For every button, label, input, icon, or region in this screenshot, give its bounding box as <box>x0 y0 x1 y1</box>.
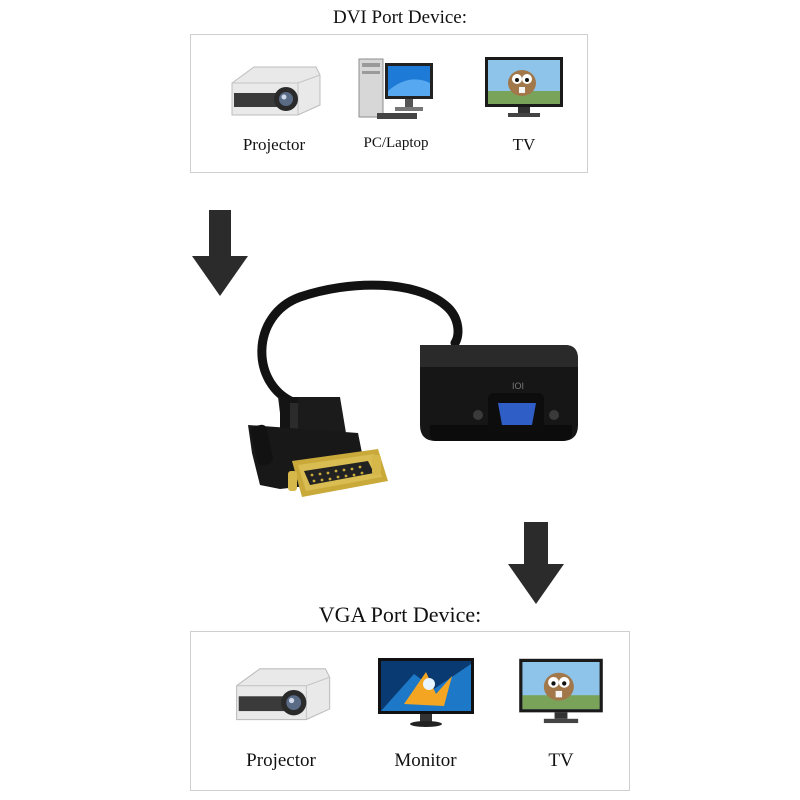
adapter-cable <box>257 280 463 408</box>
dvi-device-label: Projector <box>242 135 306 154</box>
vga-port-icon <box>498 403 536 425</box>
dvi-device-label: TV <box>512 135 536 154</box>
vga-device-label: TV <box>548 750 574 771</box>
dvi-device-box: Projector PC/Laptop <box>190 34 588 173</box>
dvi-section-title: DVI Port Device: <box>332 7 468 28</box>
down-arrow-icon <box>508 522 564 604</box>
dvi-device-label: PC/Laptop <box>363 135 429 151</box>
dvi-device-projector: Projector <box>219 53 329 163</box>
tv-icon <box>485 57 563 117</box>
vga-device-label: Monitor <box>394 750 457 771</box>
projector-icon <box>236 668 331 721</box>
projector-icon <box>231 66 321 116</box>
dvi-to-vga-adapter: IOI <box>248 280 578 497</box>
vga-section-title: VGA Port Device: <box>318 602 482 627</box>
dvi-device-tv: TV <box>469 53 579 163</box>
port-marking: IOI <box>512 381 524 391</box>
vga-device-box: Projector Monitor TV <box>190 631 630 791</box>
vga-device-projector: Projector <box>221 654 341 784</box>
desktop-pc-icon <box>358 58 433 119</box>
vga-device-tv: TV <box>506 654 616 784</box>
vga-housing: IOI <box>420 345 578 441</box>
monitor-icon <box>377 658 474 727</box>
dvi-device-pc: PC/Laptop <box>341 53 451 163</box>
dvi-connector <box>248 397 388 497</box>
vga-device-monitor: Monitor <box>363 654 488 784</box>
down-arrow-icon <box>192 210 248 296</box>
vga-device-label: Projector <box>246 750 316 771</box>
tv-icon <box>519 658 603 724</box>
